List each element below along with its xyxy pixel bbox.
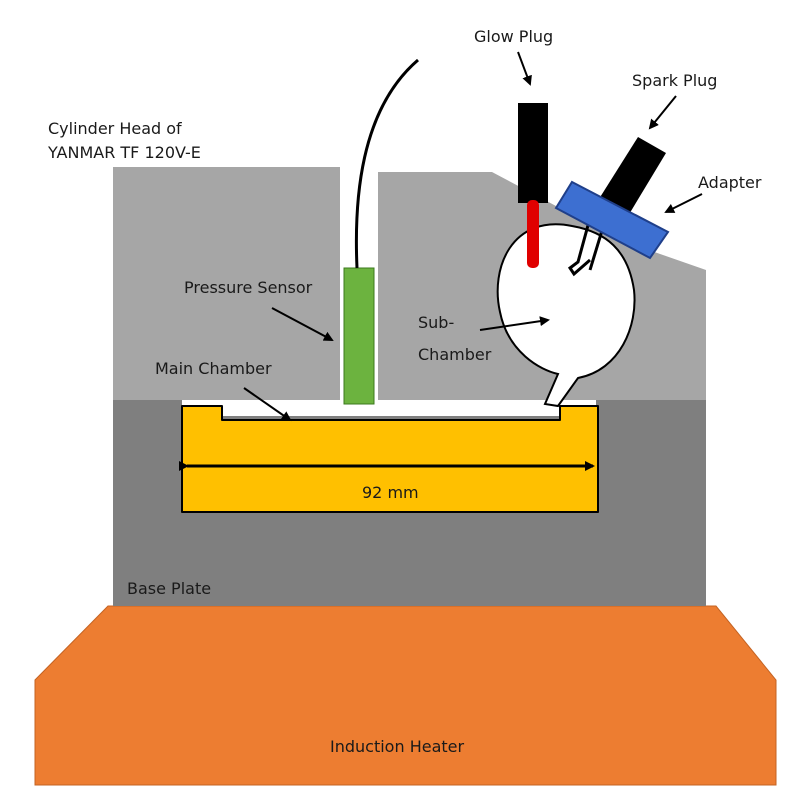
adapter-block <box>554 180 670 260</box>
main-chamber-block <box>181 405 599 513</box>
pressure-sensor-cable <box>354 58 419 269</box>
label-main-chamber: Main Chamber <box>155 359 272 378</box>
main-chamber-arrow <box>243 387 292 422</box>
label-pressure-sensor: Pressure Sensor <box>184 278 313 297</box>
label-cylinder-head-line1: Cylinder Head of <box>48 119 182 138</box>
label-induction-heater: Induction Heater <box>330 737 464 756</box>
label-cylinder-head-line2: YANMAR TF 120V-E <box>47 143 201 162</box>
pressure-sensor-body <box>343 267 375 405</box>
adapter-arrow <box>664 193 703 213</box>
label-sub-chamber-line2: Chamber <box>418 345 492 364</box>
spark-plug-arrow <box>648 95 677 130</box>
label-base-plate: Base Plate <box>127 579 211 598</box>
glow-plug-arrow <box>517 51 532 86</box>
cylinder-head-left <box>113 167 340 400</box>
spark-plug-electrode <box>567 217 592 277</box>
main-chamber-gap <box>182 400 596 416</box>
label-dimension: 92 mm <box>362 483 419 502</box>
label-glow-plug: Glow Plug <box>474 27 553 46</box>
induction-heater-block <box>34 605 777 786</box>
label-sub-chamber-line1: Sub- <box>418 313 454 332</box>
label-adapter: Adapter <box>698 173 762 192</box>
glow-plug-tip <box>527 200 539 268</box>
label-spark-plug: Spark Plug <box>632 71 717 90</box>
pressure-sensor-arrow <box>271 307 334 341</box>
glow-plug-body <box>518 103 548 203</box>
sub-chamber-arrow <box>479 316 550 331</box>
sub-chamber-cavity <box>496 223 636 408</box>
